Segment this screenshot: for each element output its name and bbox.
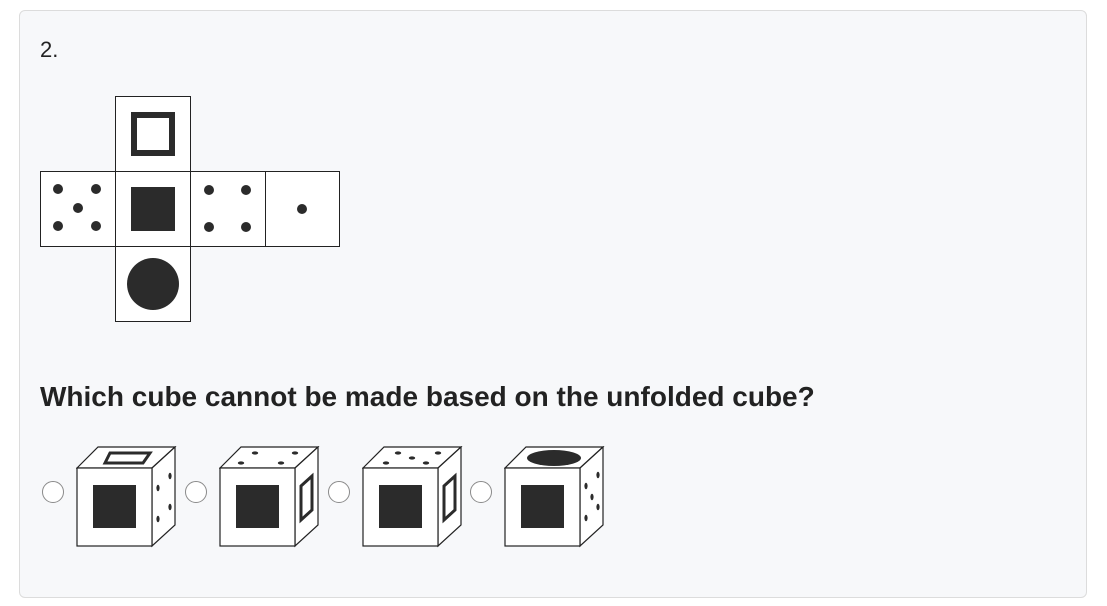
- filled-square-icon: [379, 485, 422, 528]
- option-1-radio[interactable]: [42, 481, 64, 503]
- filled-square-icon: [236, 485, 279, 528]
- four-dots-icon: [237, 451, 299, 465]
- hollow-square-icon: [442, 472, 457, 524]
- net-face-left: [40, 171, 116, 247]
- option-4-radio[interactable]: [470, 481, 492, 503]
- question-text: Which cube cannot be made based on the u…: [40, 381, 815, 412]
- option-2-cube: [219, 446, 320, 548]
- filled-circle-icon: [127, 258, 179, 310]
- hollow-square-icon: [102, 451, 153, 465]
- option-2-radio[interactable]: [185, 481, 207, 503]
- four-dots-icon: [204, 185, 251, 232]
- question-card: 2.: [19, 10, 1087, 598]
- five-dots-icon: [584, 471, 600, 522]
- option-3-radio[interactable]: [328, 481, 350, 503]
- four-dots-icon: [156, 472, 172, 523]
- net-face-center: [115, 171, 191, 247]
- unfolded-cube-net: [40, 96, 340, 322]
- question-number: 2.: [40, 37, 59, 62]
- net-face-far-right: [265, 171, 340, 247]
- filled-circle-icon: [527, 450, 581, 466]
- net-face-right: [190, 171, 266, 247]
- net-face-top: [115, 96, 191, 172]
- five-dots-icon: [53, 184, 101, 231]
- five-dots-icon: [382, 451, 442, 465]
- filled-square-icon: [93, 485, 136, 528]
- answer-options: [42, 446, 622, 550]
- filled-square-icon: [521, 485, 564, 528]
- filled-square-icon: [131, 187, 175, 231]
- option-4-cube: [504, 446, 605, 548]
- one-dot-icon: [297, 204, 307, 214]
- hollow-square-icon: [131, 112, 175, 156]
- option-1-cube: [76, 446, 177, 548]
- option-3-cube: [362, 446, 463, 548]
- hollow-square-icon: [299, 472, 314, 524]
- net-face-bottom: [115, 246, 191, 322]
